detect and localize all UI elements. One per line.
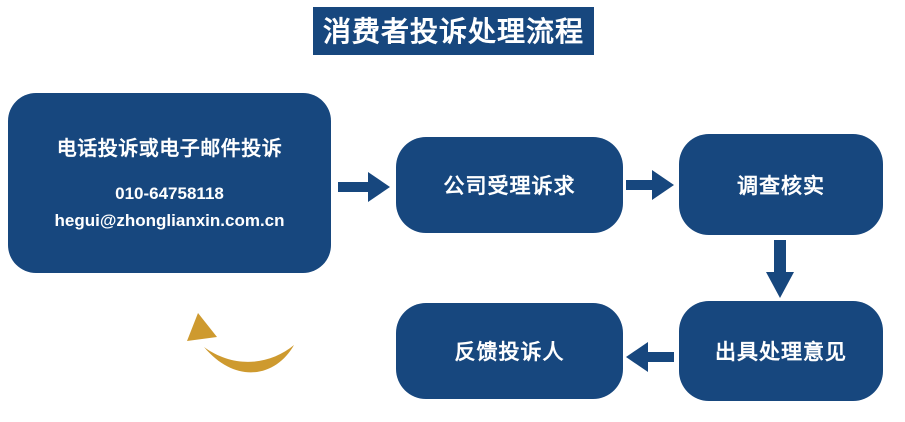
contact-phone: 010-64758118 [115, 184, 224, 204]
contact-heading: 电话投诉或电子邮件投诉 [56, 138, 283, 161]
node-feedback-complainant: 反馈投诉人 [396, 303, 623, 399]
step-label: 反馈投诉人 [454, 341, 565, 364]
flow-arrow-right-icon [338, 170, 390, 204]
loop-back-arrow-icon [180, 303, 300, 383]
page-title: 消费者投诉处理流程 [313, 7, 595, 55]
flow-arrow-left-icon [626, 340, 674, 374]
contact-email: hegui@zhonglianxin.com.cn [54, 210, 285, 230]
flow-arrow-right-icon [626, 168, 674, 202]
step-label: 公司受理诉求 [443, 175, 576, 198]
flow-arrow-down-icon [765, 240, 795, 298]
step-label: 调查核实 [737, 174, 825, 198]
node-issue-opinion: 出具处理意见 [679, 301, 883, 401]
node-contact-channels: 电话投诉或电子邮件投诉 010-64758118 hegui@zhonglian… [8, 93, 331, 273]
step-label: 出具处理意见 [715, 341, 847, 364]
node-investigate: 调查核实 [679, 134, 883, 235]
node-company-accept: 公司受理诉求 [396, 137, 623, 233]
